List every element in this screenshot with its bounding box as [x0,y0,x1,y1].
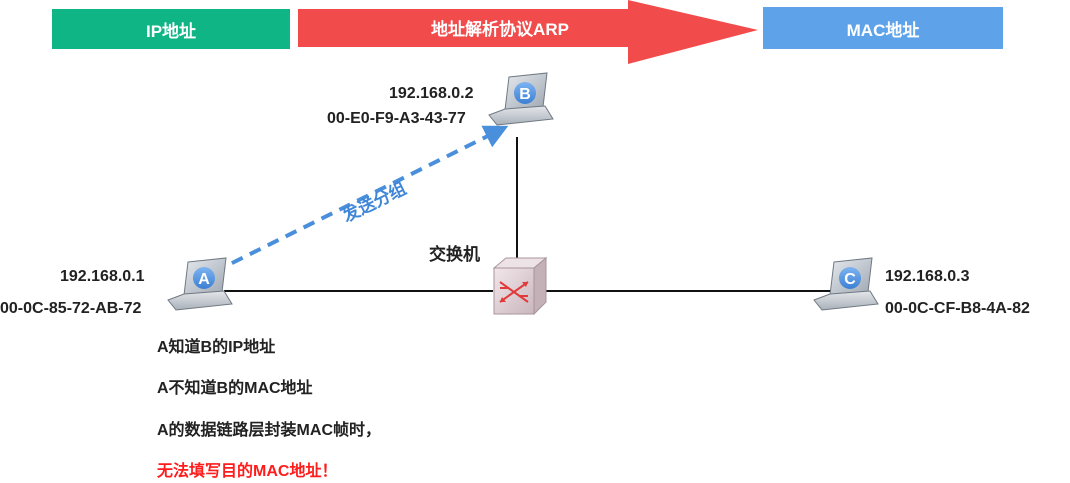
arp-label: 地址解析协议ARP [431,19,569,39]
laptop-c-icon: C [813,257,879,311]
host-b-mac: 00-E0-F9-A3-43-77 [327,110,466,127]
host-b-ip: 192.168.0.2 [389,85,474,102]
host-a-mac: 00-0C-85-72-AB-72 [0,300,142,317]
switch-icon [492,256,548,316]
send-packet-arrow [213,125,509,274]
host-a-ip: 192.168.0.1 [60,268,145,285]
arp-arrow-shape [298,0,758,64]
note-encapsulate-frame: A的数据链路层封装MAC帧时， [157,422,381,439]
ip-address-banner: IP地址 [52,9,290,49]
note-not-know-mac: A不知道B的MAC地址 [157,380,313,397]
mac-address-banner: MAC地址 [763,7,1003,49]
note-knows-ip: A知道B的IP地址 [157,339,276,356]
laptop-a-badge: A [198,271,210,288]
note-cannot-fill-mac: 无法填写目的MAC地址！ [157,463,338,480]
host-c-mac: 00-0C-CF-B8-4A-82 [885,300,1030,317]
host-c-ip: 192.168.0.3 [885,268,970,285]
mac-address-label: MAC地址 [846,20,920,40]
laptop-b-icon: B [488,72,554,126]
switch-label: 交换机 [429,245,480,264]
ip-address-label: IP地址 [145,21,197,41]
laptop-c-badge: C [844,271,856,288]
laptop-a-icon: A [167,257,233,311]
laptop-b-badge: B [519,86,531,103]
